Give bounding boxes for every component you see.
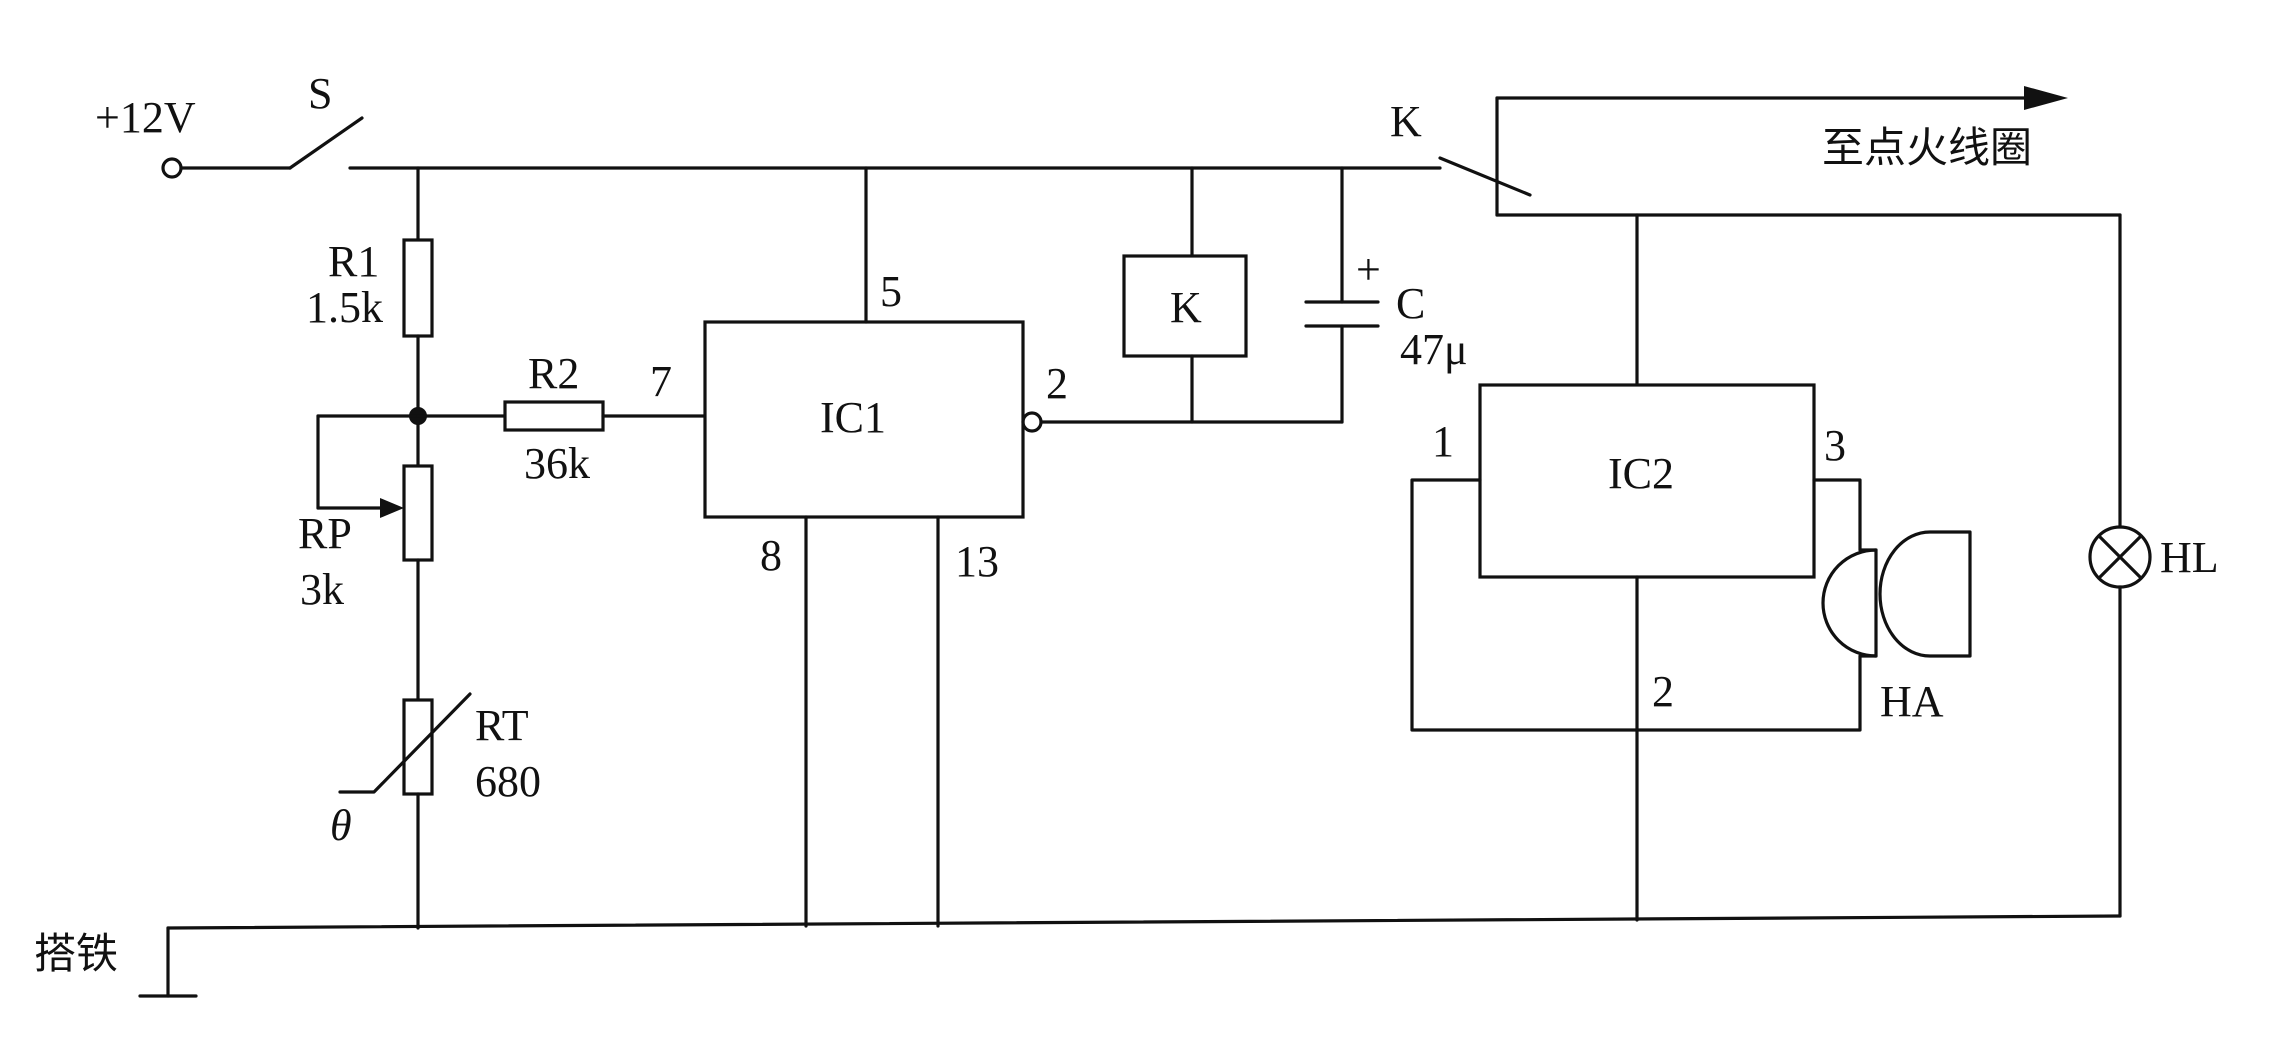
buzzer-ha-body (1878, 530, 1972, 658)
ic1-pin5-label: 5 (880, 267, 902, 316)
r2-value-label: 36k (524, 439, 590, 488)
r1-value-label: 1.5k (306, 283, 383, 332)
rp-value-label: 3k (300, 565, 344, 614)
switch-s-blade (288, 116, 364, 170)
rp-wiper-arrowhead (380, 498, 404, 518)
ground-rail (166, 914, 2122, 930)
r2-resistor (503, 400, 605, 432)
ic1-pin13-label: 13 (955, 537, 999, 586)
lamp-cross-b (2097, 534, 2143, 580)
buzzer-label: HA (1880, 677, 1944, 726)
relay-contact-k-blade (1438, 156, 1532, 197)
theta-label: θ (330, 801, 352, 850)
supply-label: +12V (95, 93, 196, 142)
supply-terminal (161, 157, 183, 179)
ic1-pin8-label: 8 (760, 531, 782, 580)
rp-potentiometer (402, 464, 434, 562)
rt-name-label: RT (475, 701, 529, 750)
ground-label: 搭铁 (34, 929, 118, 978)
r1-resistor (402, 238, 434, 338)
rt-thermistor-slash (338, 692, 472, 794)
relay-coil-label: K (1170, 283, 1202, 332)
cap-value-label: 47μ (1400, 325, 1468, 374)
rt-value-label: 680 (475, 757, 541, 806)
relay-coil-k (1122, 254, 1248, 358)
r1-name-label: R1 (328, 237, 379, 286)
r2-name-label: R2 (528, 349, 579, 398)
ic1-pin2-inverter-bubble (1021, 411, 1043, 433)
relay-contact-label: K (1390, 97, 1422, 146)
lamp-label: HL (2160, 533, 2219, 582)
ic2-pin1-label: 1 (1432, 417, 1454, 466)
ic2-label: IC2 (1608, 449, 1674, 498)
ic1-pin2-label: 2 (1046, 359, 1068, 408)
ic2-pin2-label: 2 (1652, 667, 1674, 716)
buzzer-ha (1821, 548, 1878, 658)
ic2-pin3-label: 3 (1824, 421, 1846, 470)
ignition-out-arrowhead (2024, 86, 2068, 110)
ic2-pin3-wire (1812, 478, 1878, 552)
cap-plus-label: + (1356, 245, 1381, 294)
cap-name-label: C (1396, 279, 1425, 328)
ic1-block (703, 320, 1025, 519)
switch-s-label: S (308, 69, 332, 118)
ignition-out-label: 至点火线圈 (1822, 123, 2032, 172)
ic1-label: IC1 (820, 393, 886, 442)
rp-name-label: RP (298, 509, 352, 558)
ic1-pin7-label: 7 (650, 357, 672, 406)
